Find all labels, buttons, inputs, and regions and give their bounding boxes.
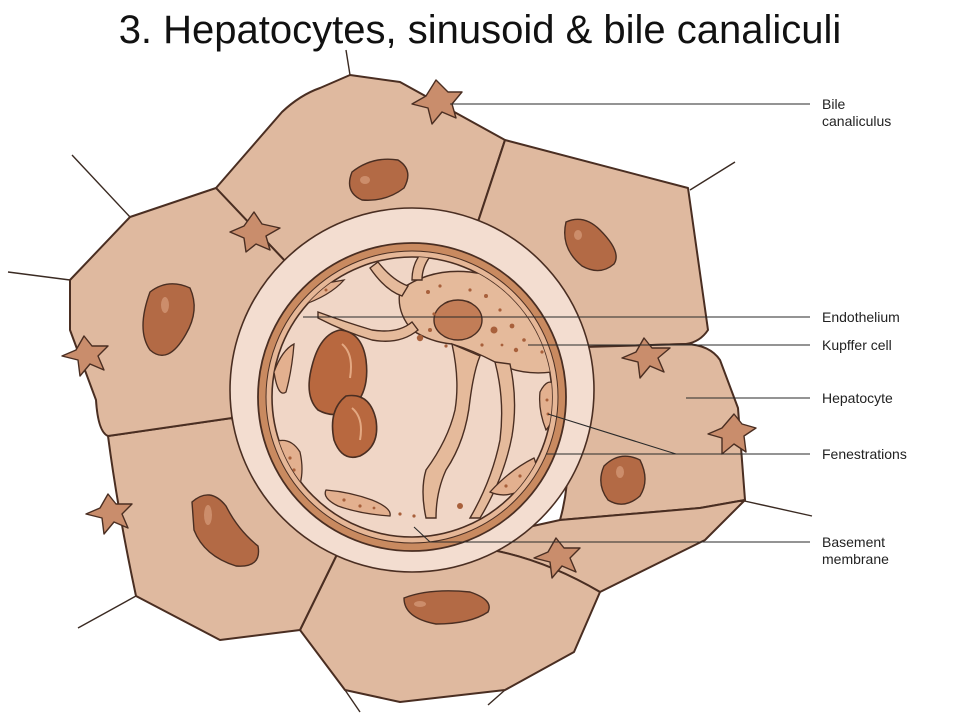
label-kupffer-cell: Kupffer cell — [822, 337, 892, 353]
label-bile-canaliculus: Bile canaliculus — [822, 96, 891, 130]
label-basement-line-2: membrane — [822, 551, 889, 567]
label-basement-line-1: Basement — [822, 534, 886, 550]
cell-boundary-lines — [7, 49, 813, 713]
kupffer-nucleus — [433, 299, 483, 341]
bile-canaliculi — [61, 79, 757, 579]
label-bile-line-1: Bile — [822, 96, 846, 112]
label-bile-line-2: canaliculus — [822, 113, 892, 129]
label-endothelium: Endothelium — [822, 309, 900, 325]
leader-lines — [303, 103, 810, 543]
label-hepatocyte: Hepatocyte — [822, 390, 893, 406]
red-blood-cells — [308, 329, 378, 459]
label-fenestrations: Fenestrations — [822, 446, 907, 462]
page-title: 3. Hepatocytes, sinusoid & bile canalicu… — [118, 8, 842, 52]
label-basement-membrane: Basement membrane — [822, 534, 889, 568]
